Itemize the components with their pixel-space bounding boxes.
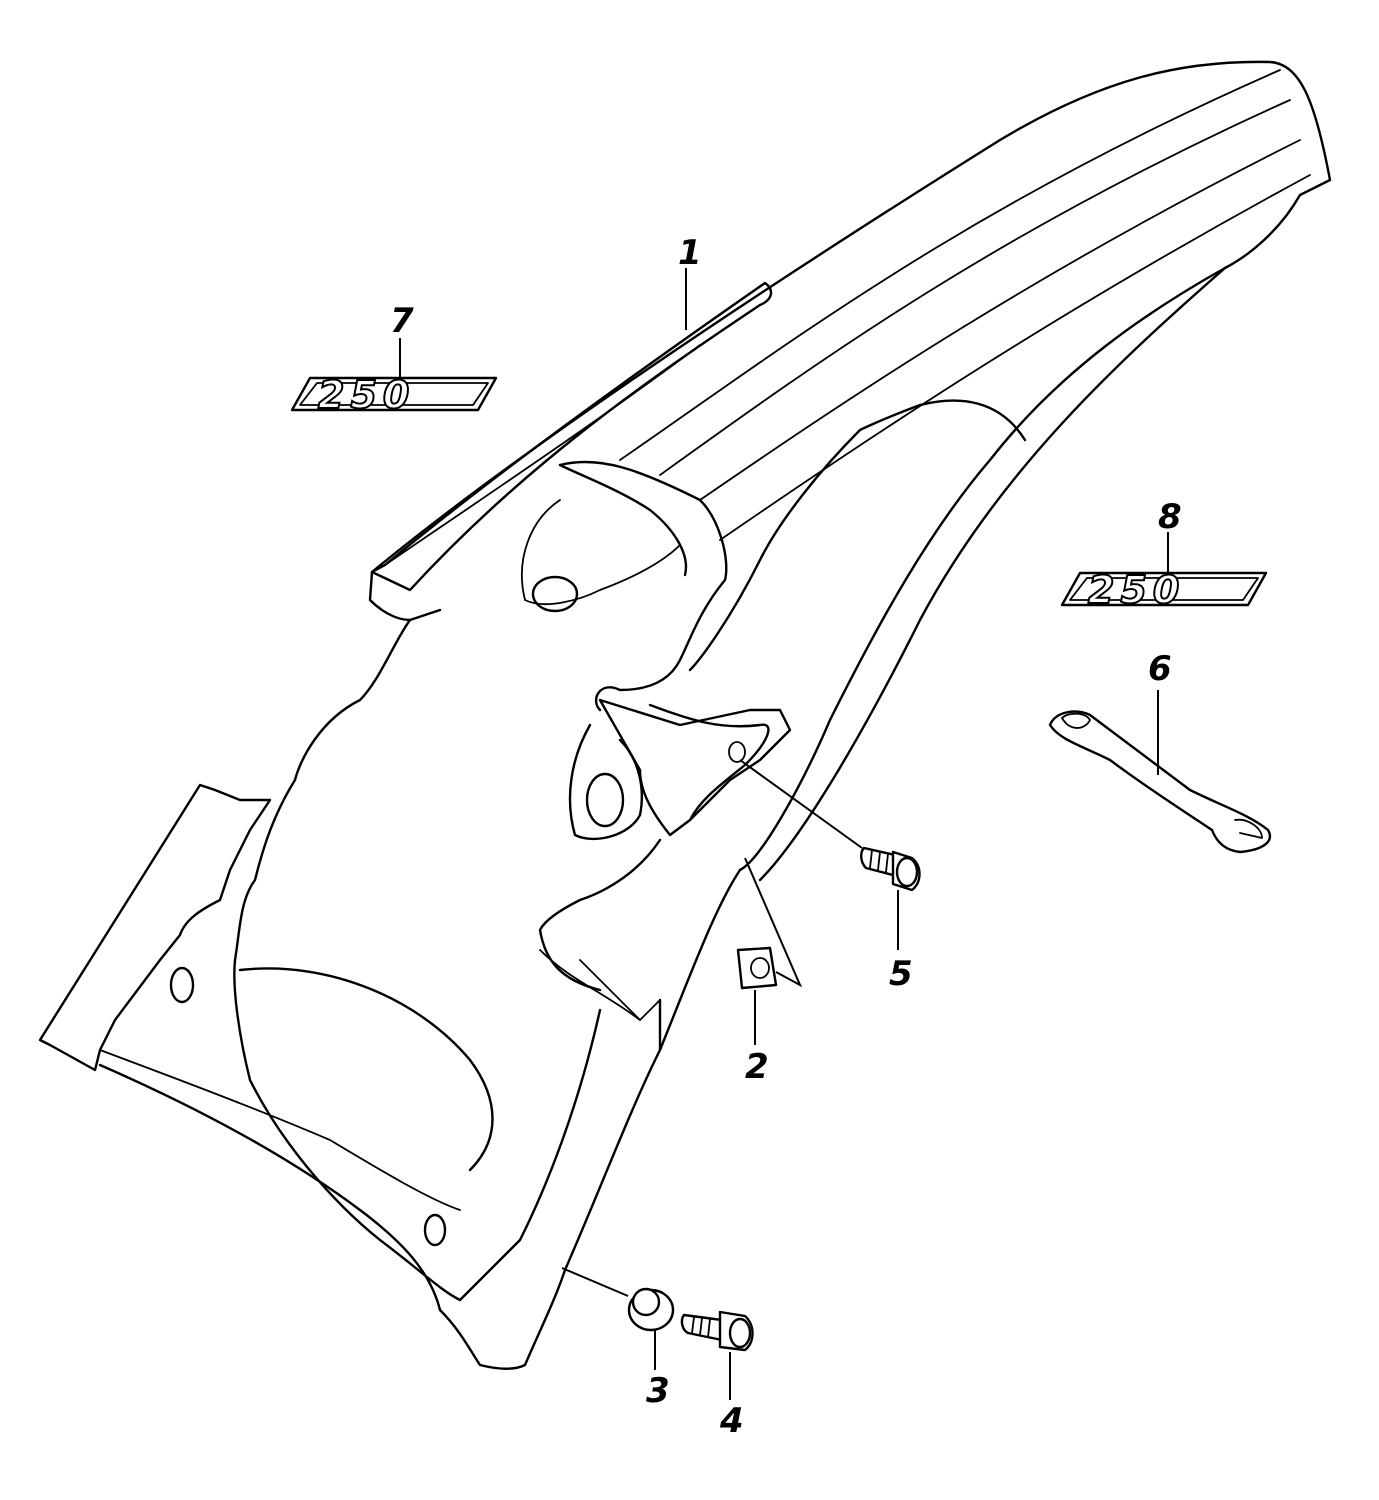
decal-8: 250 [1060,532,1268,613]
collar [561,1267,675,1370]
spanner-tool [1048,690,1271,854]
decal-7: 250 [290,338,498,418]
callout-2: 2 [745,1047,769,1087]
callout-6: 6 [1148,649,1172,689]
bolt-5 [739,759,921,950]
rear-fender [38,60,1332,1370]
decal-8-text: 250 [1088,568,1185,612]
callout-7: 7 [390,301,414,341]
clip-nut [736,857,803,1045]
bolt-4 [680,1310,754,1400]
callout-5: 5 [889,954,913,994]
decal-7-text: 250 [318,373,415,417]
callout-8: 8 [1158,497,1182,537]
callout-3: 3 [646,1371,670,1411]
callout-4: 4 [719,1401,744,1441]
callout-1: 1 [678,233,702,273]
